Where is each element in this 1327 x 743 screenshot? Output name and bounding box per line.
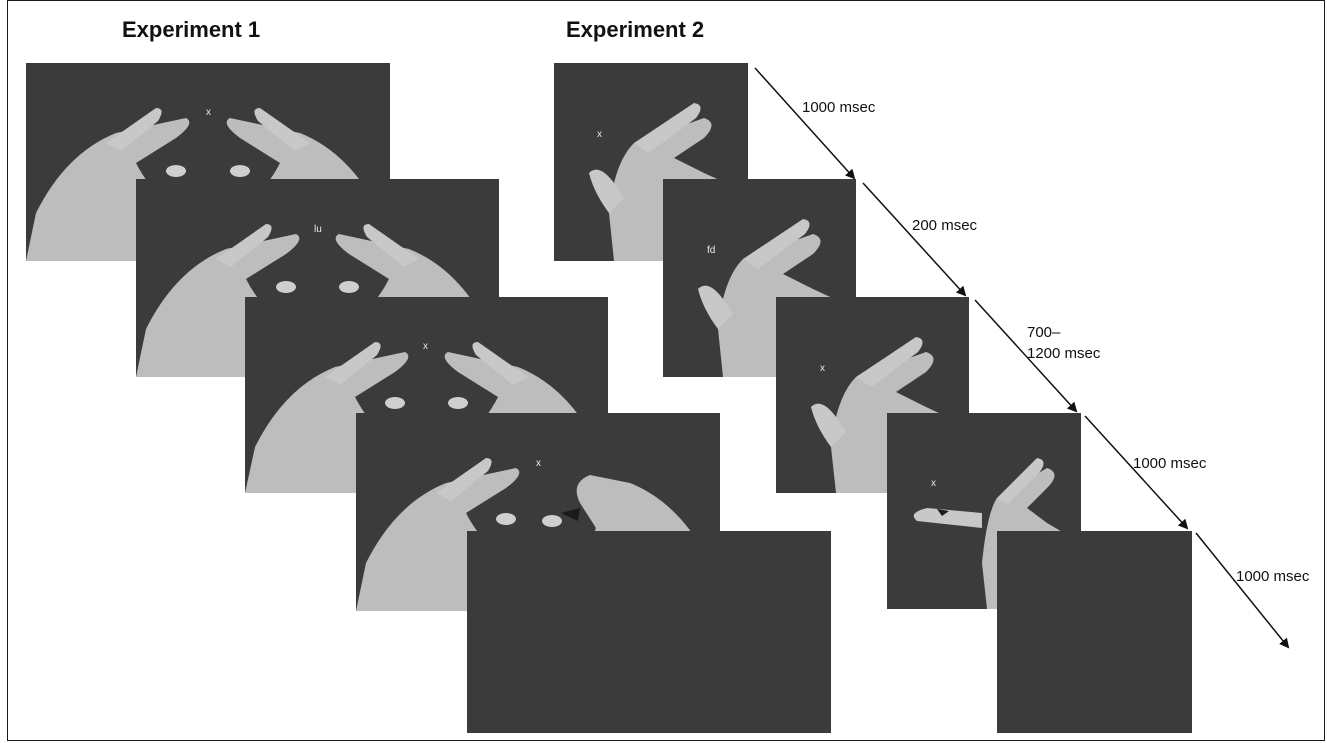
exp2-frame-5-blank bbox=[997, 531, 1192, 733]
stimulus-label: x bbox=[597, 129, 602, 140]
figure-border bbox=[7, 0, 1325, 741]
stimulus-label: lu bbox=[314, 224, 322, 235]
arrow-1 bbox=[754, 67, 856, 180]
stimulus-label: x bbox=[536, 458, 541, 469]
stimulus-label: x bbox=[206, 107, 211, 118]
experiment-2-title: Experiment 2 bbox=[566, 17, 705, 42]
arrow-5 bbox=[1195, 532, 1290, 649]
duration-label-5: 1000 msec bbox=[1236, 568, 1310, 585]
stimulus-label: x bbox=[423, 341, 428, 352]
stimulus-label: x bbox=[820, 363, 825, 374]
arrow-2 bbox=[862, 182, 967, 297]
duration-label-3: 700–1200 msec bbox=[1027, 324, 1101, 362]
exp1-frame-5-blank bbox=[467, 531, 831, 733]
duration-label-4: 1000 msec bbox=[1133, 455, 1207, 472]
experiment-1-title: Experiment 1 bbox=[122, 17, 261, 42]
arrow-4 bbox=[1084, 415, 1189, 530]
stimulus-label: x bbox=[931, 478, 936, 489]
stimulus-label: fd bbox=[707, 245, 716, 256]
arrow-3 bbox=[974, 299, 1078, 413]
duration-label-1: 1000 msec bbox=[802, 99, 876, 116]
duration-label-2: 200 msec bbox=[912, 217, 978, 234]
